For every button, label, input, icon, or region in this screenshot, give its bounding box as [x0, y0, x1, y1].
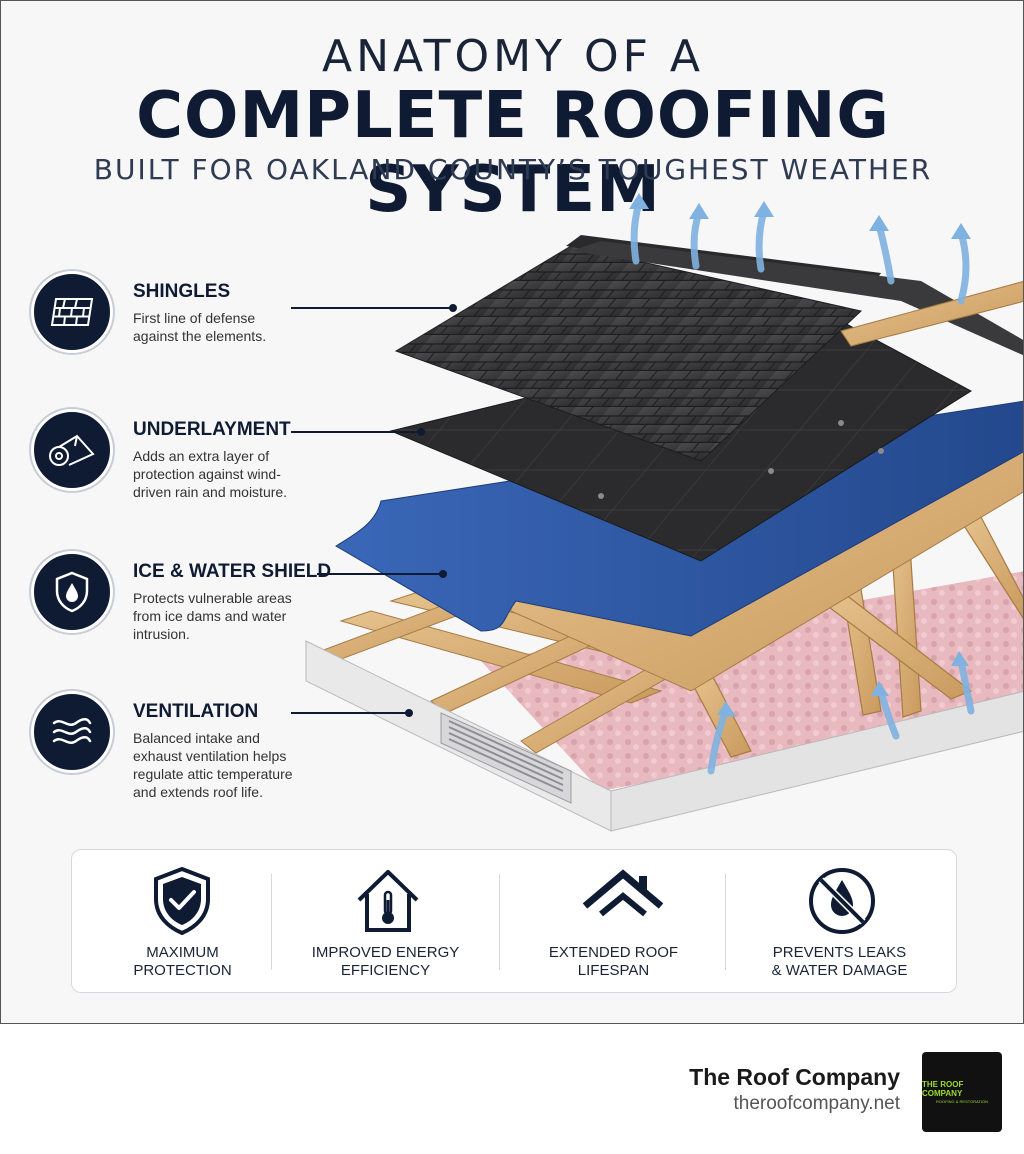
subtitle: BUILT FOR OAKLAND COUNTY’S TOUGHEST WEAT…	[93, 153, 933, 186]
layer-ventilation-description: Balanced intake and exhaust ventilation …	[133, 730, 293, 800]
layer-ice-water-shield: ICE & WATER SHIELD Protects vulnerable a…	[31, 551, 331, 642]
infographic-frame: ANATOMY OF A COMPLETE ROOFING SYSTEM BUI…	[0, 0, 1024, 1024]
layer-shingles: SHINGLES First line of defense against t…	[31, 271, 321, 361]
brand-block: The Roof Company theroofcompany.net	[689, 1064, 900, 1115]
divider	[499, 874, 500, 970]
divider	[725, 874, 726, 970]
shingles-icon	[31, 271, 113, 353]
layer-underlayment: UNDERLAYMENT Adds an extra layer of prot…	[31, 409, 321, 519]
shield-check-icon	[154, 866, 210, 936]
house-thermometer-icon	[357, 870, 419, 932]
no-water-icon	[809, 868, 875, 934]
brand-url[interactable]: theroofcompany.net	[733, 1093, 900, 1114]
logo-subtext: ROOFING & RESTORATION	[935, 1099, 989, 1104]
layer-underlayment-name: UNDERLAYMENT	[133, 419, 291, 440]
company-logo: THE ROOF COMPANY ROOFING & RESTORATION	[922, 1052, 1002, 1132]
layer-ice-water-shield-description: Protects vulnerable areas from ice dams …	[133, 590, 292, 642]
benefit-prevents-leaks: PREVENTS LEAKS& WATER DAMAGE	[729, 850, 950, 992]
layer-ventilation-name: VENTILATION	[133, 701, 259, 722]
layer-shingles-description: First line of defense against the elemen…	[133, 310, 267, 344]
ventilation-leader-line	[291, 712, 409, 714]
underlayment-leader-dot	[417, 428, 425, 436]
layer-underlayment-description: Adds an extra layer of protection agains…	[133, 448, 288, 500]
ice-shield-leader-dot	[439, 570, 447, 578]
layer-ventilation: VENTILATION Balanced intake and exhaust …	[31, 691, 321, 811]
title-line-2: COMPLETE ROOFING SYSTEM	[136, 79, 890, 227]
shield-drop-icon	[31, 551, 113, 633]
brand-name: The Roof Company	[689, 1064, 900, 1090]
roof-cross-section-illustration	[305, 193, 1023, 832]
divider	[271, 874, 272, 970]
roof-chevron-icon	[582, 869, 664, 917]
logo-text: THE ROOF COMPANY	[922, 1080, 964, 1098]
title-line-1: ANATOMY OF A	[321, 31, 705, 82]
ice-shield-leader-line	[317, 573, 443, 575]
ventilation-leader-dot	[405, 709, 413, 717]
wind-waves-icon	[31, 691, 113, 773]
underlayment-roll-icon	[31, 409, 113, 491]
shingles-leader-dot	[449, 304, 457, 312]
underlayment-leader-line	[291, 431, 421, 433]
layer-shingles-name: SHINGLES	[133, 281, 231, 302]
layer-ice-water-shield-name: ICE & WATER SHIELD	[133, 561, 332, 582]
benefit-label: PREVENTS LEAKS& WATER DAMAGE	[771, 944, 908, 979]
shingles-leader-line	[291, 307, 453, 309]
